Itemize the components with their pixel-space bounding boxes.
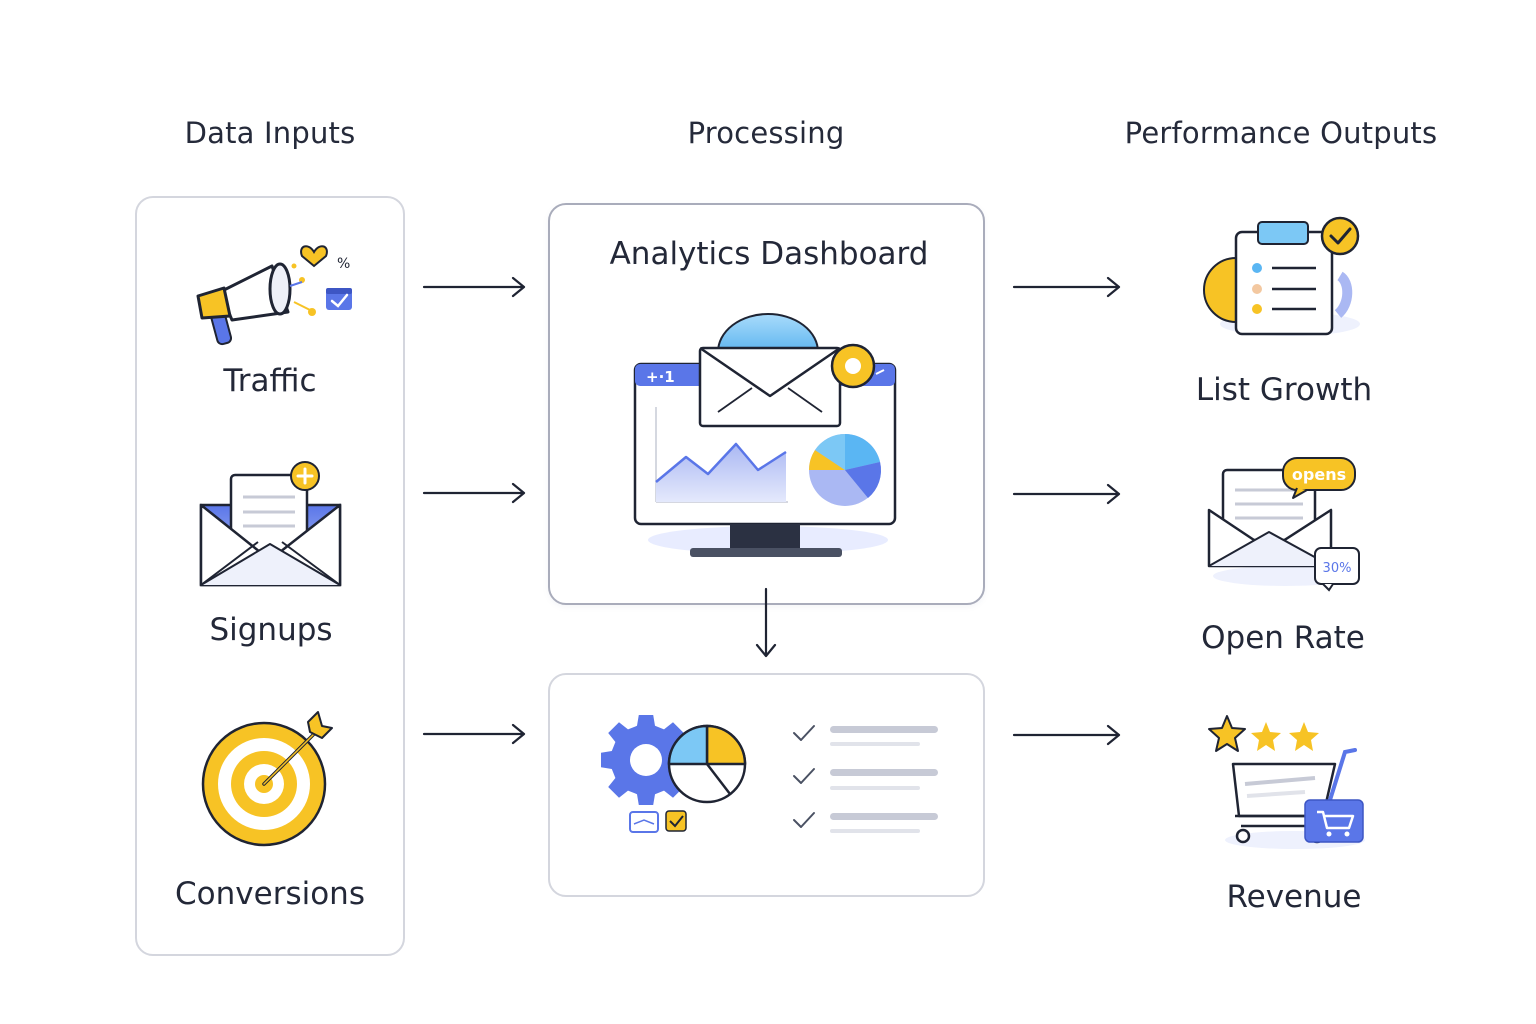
clipboard-check-icon [1200, 212, 1370, 342]
arrow-dashboard-to-open-rate [1012, 483, 1124, 505]
inputs-column-title: Data Inputs [184, 116, 356, 150]
processing-column-title: Processing [687, 116, 845, 150]
traffic-label: Traffic [223, 363, 317, 399]
open-rate-label: Open Rate [1201, 620, 1365, 656]
arrow-conversions-to-report [422, 723, 528, 745]
envelope-letter-icon [198, 460, 348, 590]
conversions-label: Conversions [175, 876, 365, 912]
outputs-column-title: Performance Outputs [1124, 116, 1438, 150]
arrow-dashboard-to-list-growth [1012, 276, 1124, 298]
open-rate-tag-text: 30% [1323, 561, 1352, 576]
dashboard-title: Analytics Dashboard [609, 236, 929, 272]
signups-label: Signups [209, 612, 333, 648]
arrow-signups-to-dashboard [422, 482, 528, 504]
open-rate-bubble-text: opens [1292, 465, 1346, 484]
megaphone-icon: % [190, 232, 360, 347]
shopping-cart-stars-icon [1205, 712, 1370, 852]
revenue-label: Revenue [1226, 879, 1362, 915]
arrow-dashboard-to-report [755, 587, 777, 659]
dashboard-badge: +·1 [646, 368, 675, 386]
list-growth-label: List Growth [1195, 372, 1373, 408]
target-icon [198, 708, 338, 853]
arrow-report-to-revenue [1012, 724, 1124, 746]
open-envelope-icon: opens 30% [1205, 454, 1365, 594]
svg-text:%: % [337, 256, 350, 272]
gear-pie-checklist-icon [600, 712, 945, 842]
monitor-envelope-chart-icon: +·1 [628, 312, 908, 562]
arrow-traffic-to-dashboard [422, 276, 528, 298]
